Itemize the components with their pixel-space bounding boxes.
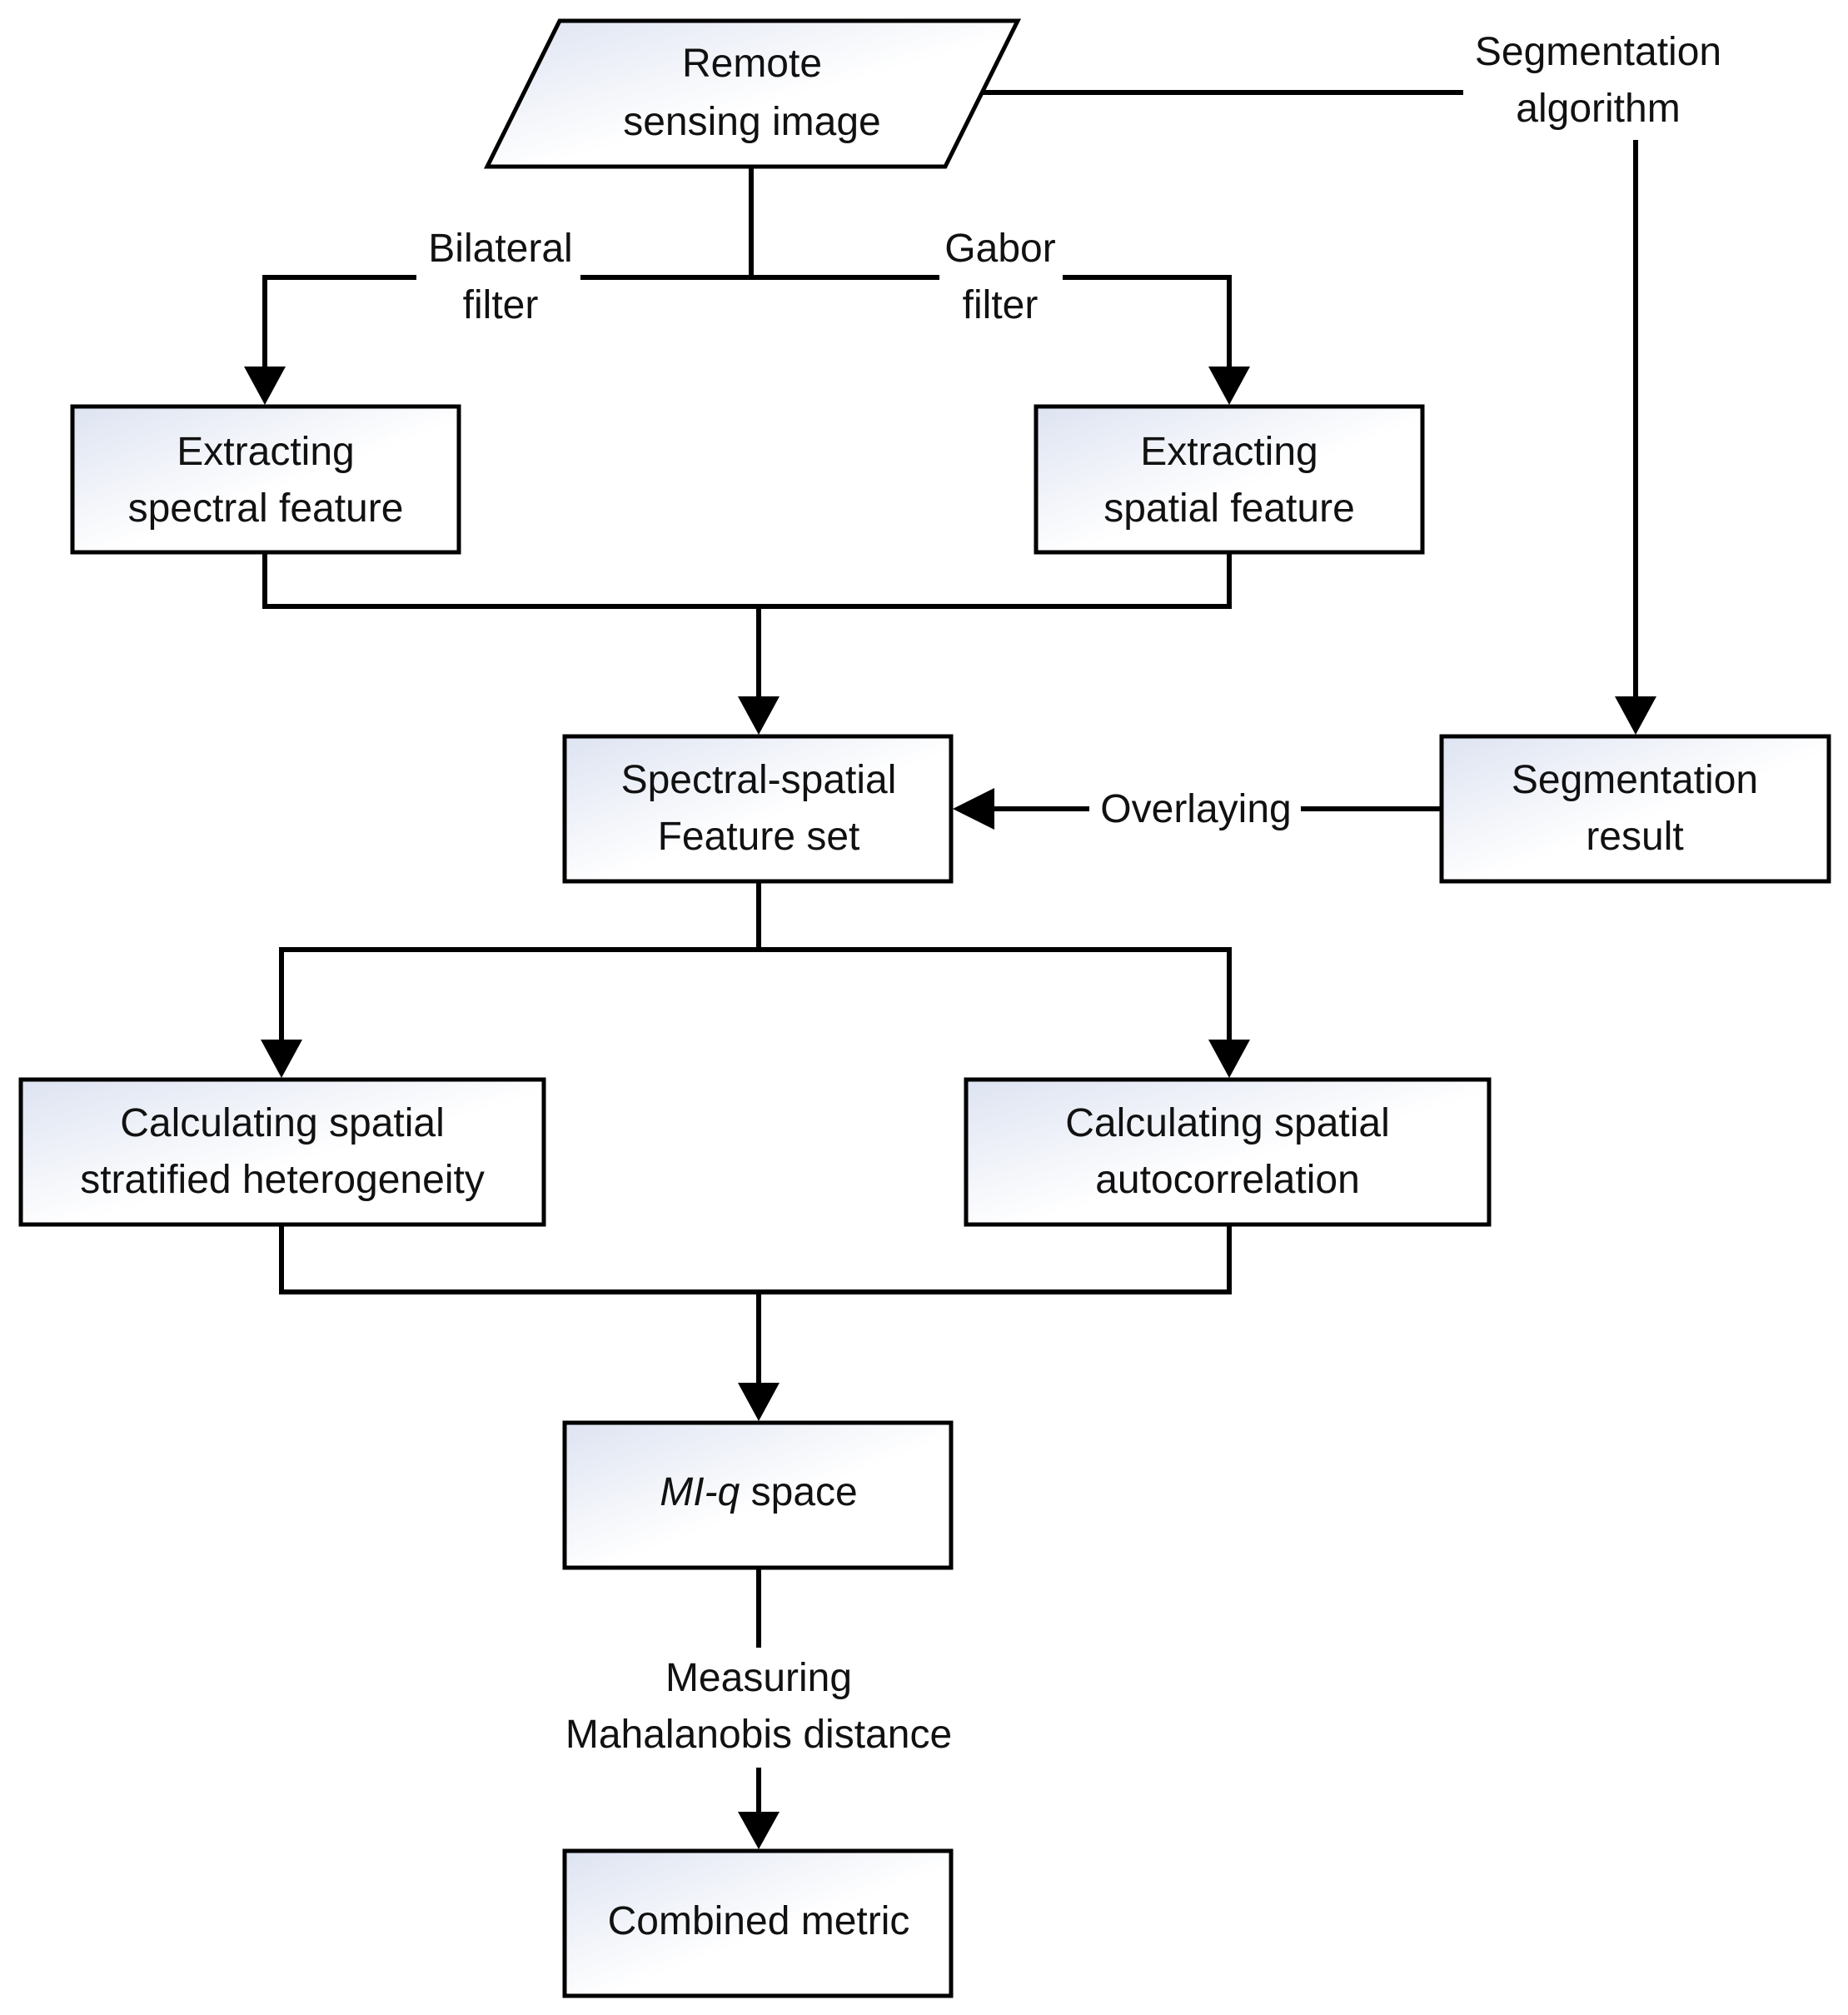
arrowhead-ssh [261, 1040, 302, 1078]
arrowhead-featureset [738, 696, 780, 735]
node-input-line2: sensing image [623, 100, 881, 144]
label-overlaying: Overlaying [1100, 787, 1291, 831]
node-spectral-spatial-feature-set: Spectral-spatial Feature set [562, 734, 954, 884]
label-bilateral-line1: Bilateral [428, 227, 572, 271]
arrowhead-seg-result [1615, 696, 1656, 735]
node-autocorr-line1: Calculating spatial [1065, 1101, 1390, 1145]
node-combined-metric: Combined metric [562, 1848, 954, 1998]
label-bilateral-line2: filter [463, 283, 539, 327]
node-miq-space: MI-q space [562, 1420, 954, 1570]
node-segresult-line2: result [1586, 815, 1683, 859]
node-spatial-autocorrelation: Calculating spatial autocorrelation [964, 1077, 1492, 1227]
node-combined-line1: Combined metric [608, 1899, 910, 1943]
label-mahalanobis-distance: Measuring Mahalanobis distance [565, 1656, 952, 1757]
arrowhead-autocorr [1208, 1040, 1250, 1078]
node-ssh-line1: Calculating spatial [120, 1101, 445, 1145]
arrowhead-combined [738, 1812, 780, 1849]
node-spatial-stratified-heterogeneity: Calculating spatial stratified heterogen… [18, 1077, 546, 1227]
node-extracting-spectral-feature: Extracting spectral feature [70, 404, 461, 555]
node-segresult-line1: Segmentation [1512, 758, 1758, 802]
node-miq-label: MI-q space [660, 1470, 857, 1514]
arrowhead-spectral [244, 367, 286, 405]
arrowhead-spatial [1208, 367, 1250, 405]
label-seg-algorithm-line2: algorithm [1516, 87, 1680, 131]
node-miq-rest: space [740, 1470, 857, 1514]
label-mahalanobis-line1: Measuring [665, 1656, 852, 1700]
node-spectral-line1: Extracting [177, 430, 354, 474]
node-featureset-line1: Spectral-spatial [621, 758, 897, 802]
node-spatial-line1: Extracting [1140, 430, 1318, 474]
node-remote-sensing-image: Remote sensing image [483, 18, 1022, 169]
node-spatial-line2: spatial feature [1103, 486, 1355, 531]
arrowhead-miq [738, 1383, 780, 1421]
label-bilateral-filter: Bilateral filter [428, 227, 572, 327]
label-seg-algorithm-line1: Segmentation [1475, 30, 1721, 74]
label-gabor-line1: Gabor [944, 227, 1055, 271]
node-segmentation-result: Segmentation result [1439, 734, 1831, 884]
label-mahalanobis-line2: Mahalanobis distance [565, 1713, 952, 1757]
arrowhead-overlay [953, 788, 994, 830]
node-extracting-spatial-feature: Extracting spatial feature [1034, 404, 1425, 555]
node-spectral-line2: spectral feature [128, 486, 404, 531]
node-ssh-line2: stratified heterogeneity [80, 1158, 485, 1202]
label-gabor-filter: Gabor filter [944, 227, 1055, 327]
label-gabor-line2: filter [963, 283, 1039, 327]
connector-calc-merge [279, 1224, 1232, 1294]
node-input-line1: Remote [682, 42, 822, 86]
node-autocorr-line2: autocorrelation [1095, 1158, 1360, 1202]
label-segmentation-algorithm: Segmentation algorithm [1475, 30, 1721, 131]
connector-features-merge [262, 552, 1232, 609]
node-miq-italic: MI-q [660, 1470, 740, 1514]
node-featureset-line2: Feature set [658, 815, 860, 859]
